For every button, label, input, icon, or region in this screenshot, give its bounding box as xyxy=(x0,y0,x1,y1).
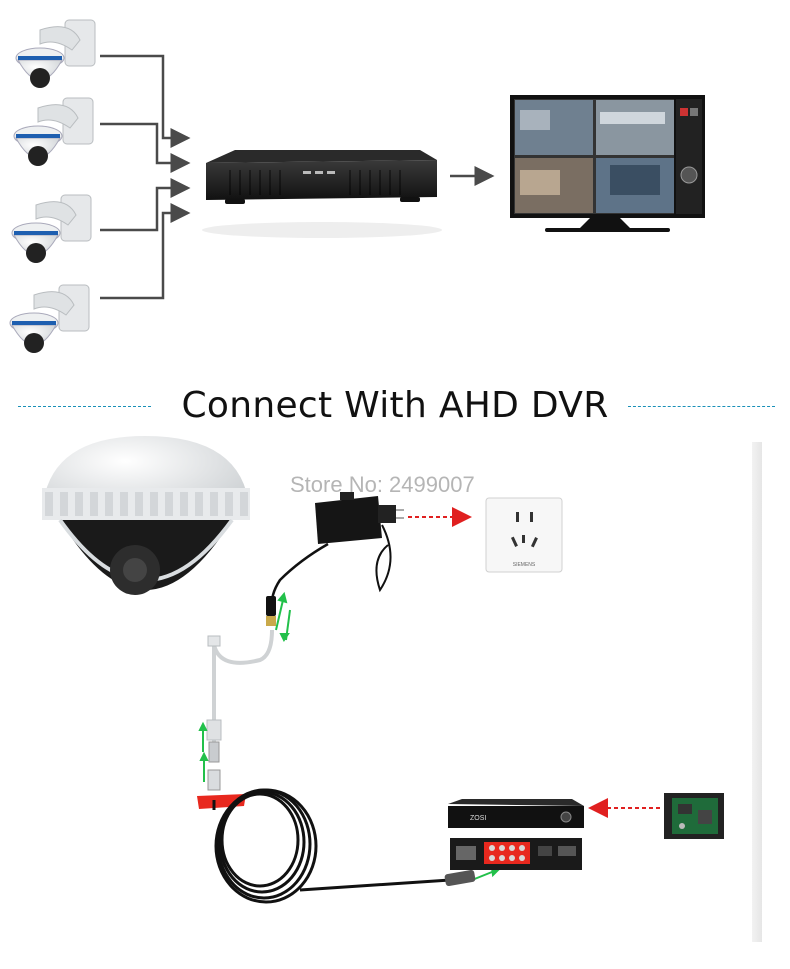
connection-diagram-bottom: SIEMENS ZOSI xyxy=(42,436,724,904)
socket-brand: SIEMENS xyxy=(513,562,536,568)
monitor-icon xyxy=(510,95,705,232)
camera-cables xyxy=(100,54,495,300)
signal-arrows xyxy=(198,591,500,881)
dome-camera-icon xyxy=(15,19,96,88)
dvr-icon xyxy=(202,150,442,238)
camera-cable xyxy=(212,629,274,760)
heading-text: Connect With AHD DVR xyxy=(181,385,609,426)
connection-diagram-top xyxy=(9,19,705,353)
hard-drive-icon xyxy=(664,793,724,839)
dvr-icon: ZOSI xyxy=(448,799,584,870)
heading-rule-right xyxy=(628,406,775,407)
section-heading: Connect With AHD DVR xyxy=(0,378,790,434)
dome-camera-icon xyxy=(9,284,90,353)
dome-camera-icon xyxy=(42,436,250,595)
dvr-brand: ZOSI xyxy=(470,815,486,822)
store-watermark: Store No: 2499007 xyxy=(290,472,475,497)
power-adapter-icon xyxy=(266,492,404,626)
page-edge-shadow xyxy=(752,442,762,942)
dome-camera-icon xyxy=(13,97,94,166)
coax-cable-icon xyxy=(212,788,471,904)
wall-socket-icon: SIEMENS xyxy=(485,497,563,573)
heading-rule-left xyxy=(18,406,151,407)
bnc-connector xyxy=(206,719,222,741)
dome-camera-icon xyxy=(11,194,92,263)
